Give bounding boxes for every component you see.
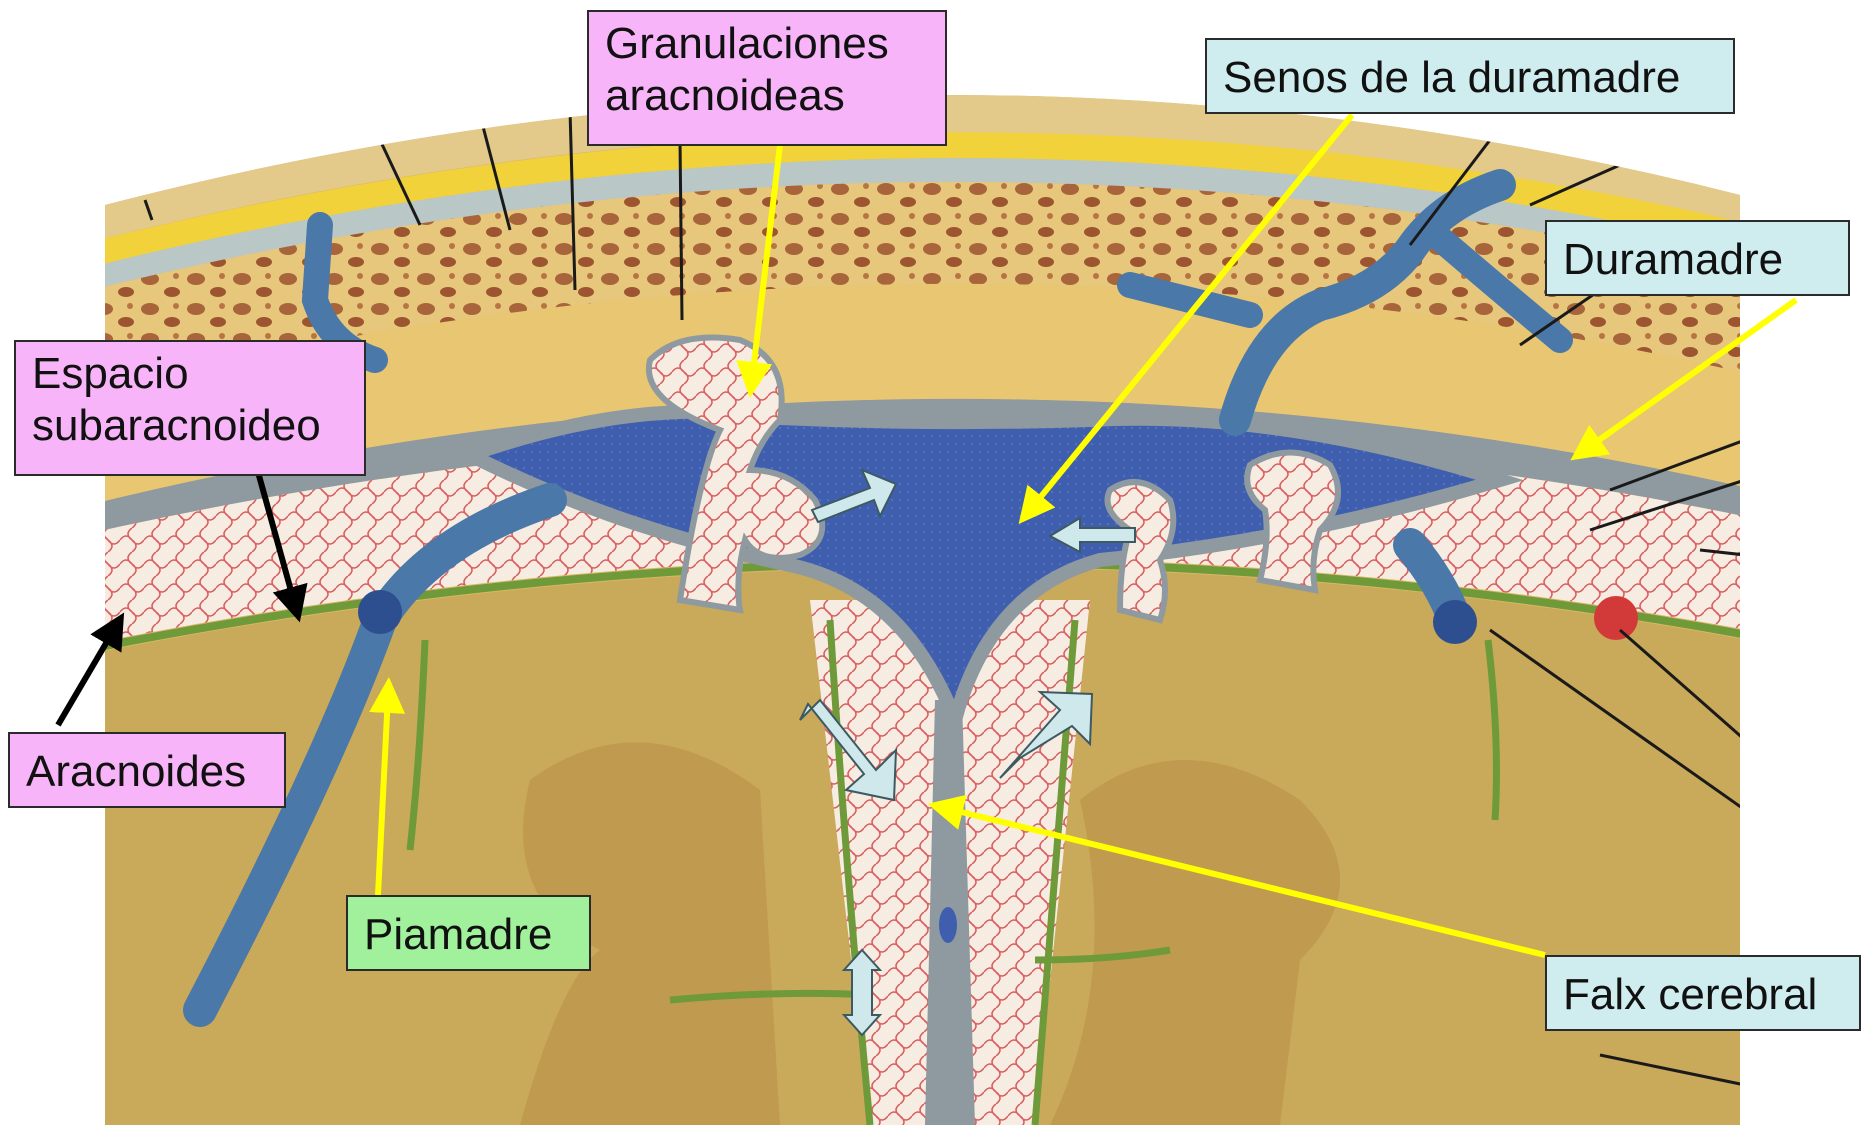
label-duramadre-text: Duramadre bbox=[1563, 234, 1832, 286]
label-espacio-line2: subaracnoideo bbox=[32, 400, 348, 452]
label-duramadre: Duramadre bbox=[1545, 220, 1850, 296]
label-granulaciones-line1: Granulaciones bbox=[605, 18, 929, 70]
label-falx-cerebral: Falx cerebral bbox=[1545, 955, 1861, 1031]
label-espacio-subaracnoideo: Espacio subaracnoideo bbox=[14, 340, 366, 476]
label-granulaciones-aracnoideas: Granulaciones aracnoideas bbox=[587, 10, 947, 146]
label-piamadre-text: Piamadre bbox=[364, 909, 573, 961]
label-aracnoides-text: Aracnoides bbox=[26, 746, 268, 798]
inferior-sagittal-sinus bbox=[939, 907, 957, 943]
label-granulaciones-line2: aracnoideas bbox=[605, 70, 929, 122]
label-senos-text: Senos de la duramadre bbox=[1223, 52, 1717, 104]
label-espacio-line1: Espacio bbox=[32, 348, 348, 400]
vein-lumen-right bbox=[1433, 600, 1477, 644]
artery-lumen bbox=[1594, 596, 1638, 640]
label-falx-text: Falx cerebral bbox=[1563, 969, 1843, 1021]
vein-lumen-left bbox=[358, 590, 402, 634]
label-senos-duramadre: Senos de la duramadre bbox=[1205, 38, 1735, 114]
label-piamadre: Piamadre bbox=[346, 895, 591, 971]
label-aracnoides: Aracnoides bbox=[8, 732, 286, 808]
